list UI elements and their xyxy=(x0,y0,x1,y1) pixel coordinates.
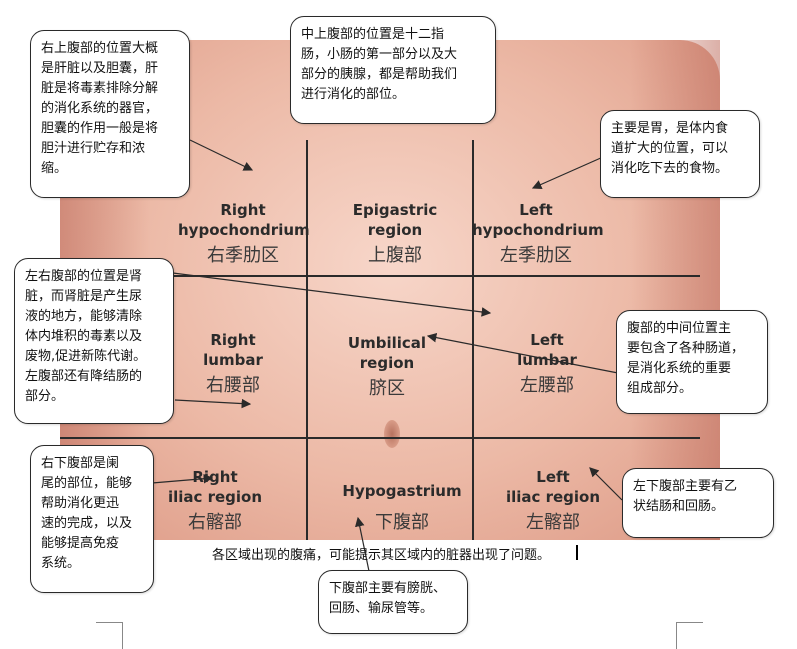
region-en-label: Left hypochondrium xyxy=(472,201,604,239)
region-cn-label: 右髂部 xyxy=(188,512,242,533)
region-right-iliac: Right iliac region 右髂部 xyxy=(150,467,280,535)
text-cursor xyxy=(576,545,578,560)
arrow-lower-right xyxy=(151,473,214,484)
region-en-label: Left lumbar xyxy=(517,331,577,369)
region-cn-label: 左腰部 xyxy=(520,375,574,396)
callout-upper-middle: 中上腹部的位置是十二指 肠，小肠的第一部分以及大 部分的胰腺，都是帮助我们 进行… xyxy=(290,16,496,124)
region-cn-label: 上腹部 xyxy=(368,245,422,266)
figure-caption: 各区域出现的腹痛，可能提示其区域内的脏器出现了问题。 xyxy=(212,548,551,563)
arrow-upper-right xyxy=(189,139,254,171)
arrow-middle-to-left xyxy=(164,271,492,317)
page-corner-mark-left xyxy=(96,622,123,649)
region-cn-label: 脐区 xyxy=(369,378,405,399)
grid-horizontal-upper xyxy=(60,275,700,277)
region-left-lumbar: Left lumbar 左腰部 xyxy=(482,330,612,398)
grid-horizontal-lower xyxy=(60,437,700,439)
region-right-hypochondrium: Right hypochondrium 右季肋区 xyxy=(178,200,310,268)
page-corner-mark-right xyxy=(676,622,703,649)
callout-lower-middle: 下腹部主要有膀胱、 回肠、输尿管等。 xyxy=(318,570,468,634)
region-epigastric: Epigastric region 上腹部 xyxy=(330,200,460,268)
region-en-label: Right lumbar xyxy=(203,331,263,369)
arrow-middle-to-right xyxy=(174,398,252,409)
callout-upper-right: 右上腹部的位置大概 是肝脏以及胆囊，肝 脏是将毒素排除分解 的消化系统的器官， … xyxy=(30,30,190,198)
region-en-label: Umbilical region xyxy=(347,334,427,372)
region-left-iliac: Left iliac region 左髂部 xyxy=(488,467,618,535)
arrow-upper-left xyxy=(531,156,604,189)
region-cn-label: 下腹部 xyxy=(375,512,429,533)
region-en-label: Left iliac region xyxy=(505,468,601,506)
region-en-label: Epigastric region xyxy=(352,201,438,239)
region-hypogastrium: Hypogastrium 下腹部 xyxy=(322,481,482,535)
callout-lower-right: 右下腹部是阑 尾的部位，能够 帮助消化更迅 速的完成，以及 能够提高免疫 系统。 xyxy=(30,445,154,593)
arrow-lower-middle xyxy=(355,516,371,577)
region-right-lumbar: Right lumbar 右腰部 xyxy=(168,330,298,398)
callout-upper-left: 主要是胃，是体内食 道扩大的位置，可以 消化吃下去的食物。 xyxy=(600,110,760,198)
region-cn-label: 右季肋区 xyxy=(207,245,279,266)
region-cn-label: 左季肋区 xyxy=(500,245,572,266)
region-en-label: Right hypochondrium xyxy=(178,201,310,239)
callout-middle-center: 腹部的中间位置主 要包含了各种肠道， 是消化系统的重要 组成部分。 xyxy=(616,310,768,414)
navel xyxy=(384,420,400,448)
grid-vertical-right xyxy=(472,140,474,540)
region-cn-label: 右腰部 xyxy=(206,375,260,396)
region-en-label: Hypogastrium xyxy=(342,482,462,500)
region-left-hypochondrium: Left hypochondrium 左季肋区 xyxy=(472,200,604,268)
region-umbilical: Umbilical region 脐区 xyxy=(322,333,452,401)
arrow-lower-left xyxy=(589,467,623,501)
callout-lower-left: 左下腹部主要有乙 状结肠和回肠。 xyxy=(622,468,774,538)
grid-vertical-left xyxy=(306,140,308,540)
callout-middle-kidneys: 左右腹部的位置是肾 脏，而肾脏是产生尿 液的地方，能够清除 体内堆积的毒素以及 … xyxy=(14,258,174,424)
region-en-label: Right iliac region xyxy=(167,468,263,506)
arrow-middle-center xyxy=(426,332,619,374)
region-cn-label: 左髂部 xyxy=(526,512,580,533)
